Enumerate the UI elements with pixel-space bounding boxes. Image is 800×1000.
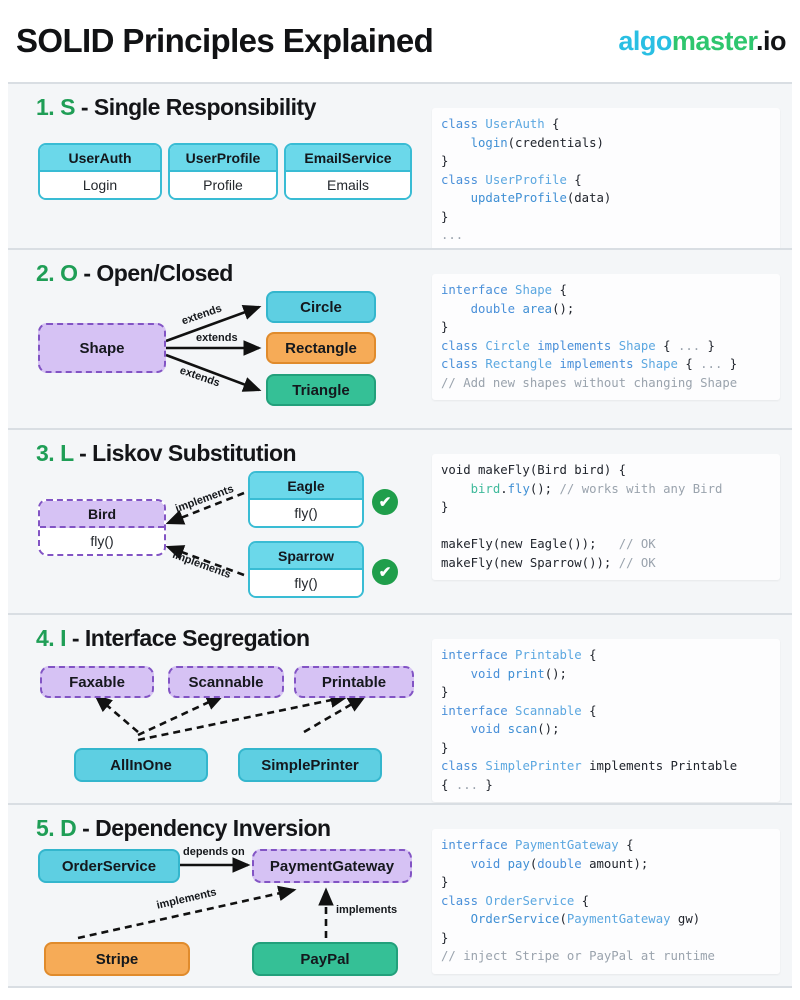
section-3-dash: -: [79, 440, 87, 466]
section-2-name: Open/Closed: [96, 260, 233, 286]
class-box-paypal: PayPal: [252, 942, 398, 976]
class-box-userprofile: UserProfile Profile: [168, 143, 278, 200]
section-3-code-area: void makeFly(Bird bird) { bird.fly(); //…: [432, 440, 784, 607]
class-box-triangle: Triangle: [266, 374, 376, 406]
section-5-arrows: [77, 857, 334, 940]
section-4-name: Interface Segregation: [84, 625, 310, 651]
class-box-userauth: UserAuth Login: [38, 143, 162, 200]
class-box-rectangle: Rectangle: [266, 332, 376, 364]
class-box-userprofile-body: Profile: [170, 172, 276, 198]
class-box-userauth-body: Login: [40, 172, 160, 198]
class-box-emailservice: EmailService Emails: [284, 143, 412, 200]
section-1-code-area: class UserAuth { login(credentials) } cl…: [432, 94, 784, 253]
class-box-sparrow-header: Sparrow: [250, 543, 362, 570]
section-1-uml: UserAuth Login UserProfile Profile Email…: [16, 125, 432, 243]
section-4-arrows: [94, 692, 367, 742]
interface-box-scannable: Scannable: [168, 666, 284, 698]
section-2-number: 2.: [36, 260, 55, 286]
interface-box-shape: Shape: [38, 323, 166, 373]
brand-part-master: master: [671, 25, 757, 56]
section-2-uml: Shape extends extends extends Circle Rec…: [16, 291, 432, 423]
section-dependency-inversion: 5. D - Dependency Inversion: [8, 803, 792, 988]
code-block-open-closed: interface Shape { double area(); } class…: [432, 274, 780, 400]
section-1-number: 1.: [36, 94, 55, 120]
section-3-uml: Bird fly() implements implements Eagle f…: [16, 471, 432, 611]
section-5-name: Dependency Inversion: [95, 815, 331, 841]
section-4-dash: -: [71, 625, 80, 651]
class-box-emailservice-body: Emails: [286, 172, 410, 198]
section-2-title: 2. O - Open/Closed: [16, 260, 432, 287]
section-5-code-area: interface PaymentGateway { void pay(doub…: [432, 815, 784, 980]
code-block-dependency-inversion: interface PaymentGateway { void pay(doub…: [432, 829, 780, 974]
class-box-eagle-body: fly(): [250, 500, 362, 526]
section-4-uml: Faxable Scannable Printable AllInOne Sim…: [16, 656, 432, 796]
check-icon-sparrow: ✔: [372, 559, 398, 585]
section-2-dash: -: [83, 260, 91, 286]
class-box-eagle: Eagle fly(): [248, 471, 364, 528]
interface-box-faxable: Faxable: [40, 666, 154, 698]
section-4-title: 4. I - Interface Segregation: [16, 625, 432, 652]
section-1-diagram-area: 1. S - Single Responsibility UserAuth Lo…: [16, 94, 432, 242]
interface-box-paymentgateway: PaymentGateway: [252, 849, 412, 883]
section-3-title: 3. L - Liskov Substitution: [16, 440, 432, 467]
class-box-orderservice: OrderService: [38, 849, 180, 883]
section-5-title: 5. D - Dependency Inversion: [16, 815, 432, 842]
section-1-title: 1. S - Single Responsibility: [16, 94, 432, 121]
section-5-diagram-area: 5. D - Dependency Inversion: [16, 815, 432, 980]
section-3-number: 3.: [36, 440, 55, 466]
section-liskov-substitution: 3. L - Liskov Substitution: [8, 428, 792, 613]
section-5-letter: D: [60, 815, 77, 841]
class-box-eagle-header: Eagle: [250, 473, 362, 500]
section-2-letter: O: [60, 260, 78, 286]
interface-box-bird-header: Bird: [40, 501, 164, 528]
class-box-userprofile-header: UserProfile: [170, 145, 276, 172]
section-5-dash: -: [82, 815, 90, 841]
class-box-sparrow-body: fly(): [250, 570, 362, 596]
section-2-diagram-area: 2. O - Open/Closed: [16, 260, 432, 422]
section-1-name: Single Responsibility: [93, 94, 317, 120]
class-box-stripe: Stripe: [44, 942, 190, 976]
section-5-uml: OrderService depends on PaymentGateway i…: [16, 846, 432, 982]
section-4-letter: I: [60, 625, 66, 651]
page-header: SOLID Principles Explained algomaster.io: [0, 0, 800, 82]
class-box-circle: Circle: [266, 291, 376, 323]
sections-container: 1. S - Single Responsibility UserAuth Lo…: [0, 82, 800, 992]
class-box-sparrow: Sparrow fly(): [248, 541, 364, 598]
class-box-userauth-header: UserAuth: [40, 145, 160, 172]
class-box-allinone: AllInOne: [74, 748, 208, 782]
code-block-single-responsibility: class UserAuth { login(credentials) } cl…: [432, 108, 780, 253]
section-1-letter: S: [60, 94, 75, 120]
section-3-diagram-area: 3. L - Liskov Substitution: [16, 440, 432, 607]
brand-part-algo: algo: [618, 25, 672, 56]
interface-box-bird-body: fly(): [90, 533, 114, 549]
section-4-number: 4.: [36, 625, 55, 651]
code-block-interface-segregation: interface Printable { void print(); } in…: [432, 639, 780, 802]
class-box-simpleprinter: SimplePrinter: [238, 748, 382, 782]
section-single-responsibility: 1. S - Single Responsibility UserAuth Lo…: [8, 82, 792, 253]
interface-box-bird: Bird fly(): [38, 499, 166, 556]
section-3-letter: L: [60, 440, 74, 466]
section-5-number: 5.: [36, 815, 55, 841]
interface-box-printable: Printable: [294, 666, 414, 698]
section-2-code-area: interface Shape { double area(); } class…: [432, 260, 784, 422]
section-interface-segregation: 4. I - Interface Segregation: [8, 613, 792, 803]
check-icon-eagle: ✔: [372, 489, 398, 515]
code-block-liskov: void makeFly(Bird bird) { bird.fly(); //…: [432, 454, 780, 580]
brand-part-tld: .io: [756, 25, 787, 56]
section-4-code-area: interface Printable { void print(); } in…: [432, 625, 784, 802]
edge-label-depends-on: depends on: [183, 846, 245, 858]
class-box-emailservice-header: EmailService: [286, 145, 410, 172]
section-open-closed: 2. O - Open/Closed: [8, 248, 792, 428]
brand-logo: algomaster.io: [618, 26, 786, 57]
section-3-name: Liskov Substitution: [92, 440, 297, 466]
section-3-arrows: [165, 491, 245, 577]
section-2-arrows: [165, 305, 262, 392]
page-title: SOLID Principles Explained: [16, 22, 434, 59]
section-4-diagram-area: 4. I - Interface Segregation: [16, 625, 432, 797]
edge-label-implements-paypal: implements: [336, 904, 398, 916]
section-1-dash: -: [80, 94, 89, 120]
edge-label-extends-2: extends: [196, 332, 238, 344]
